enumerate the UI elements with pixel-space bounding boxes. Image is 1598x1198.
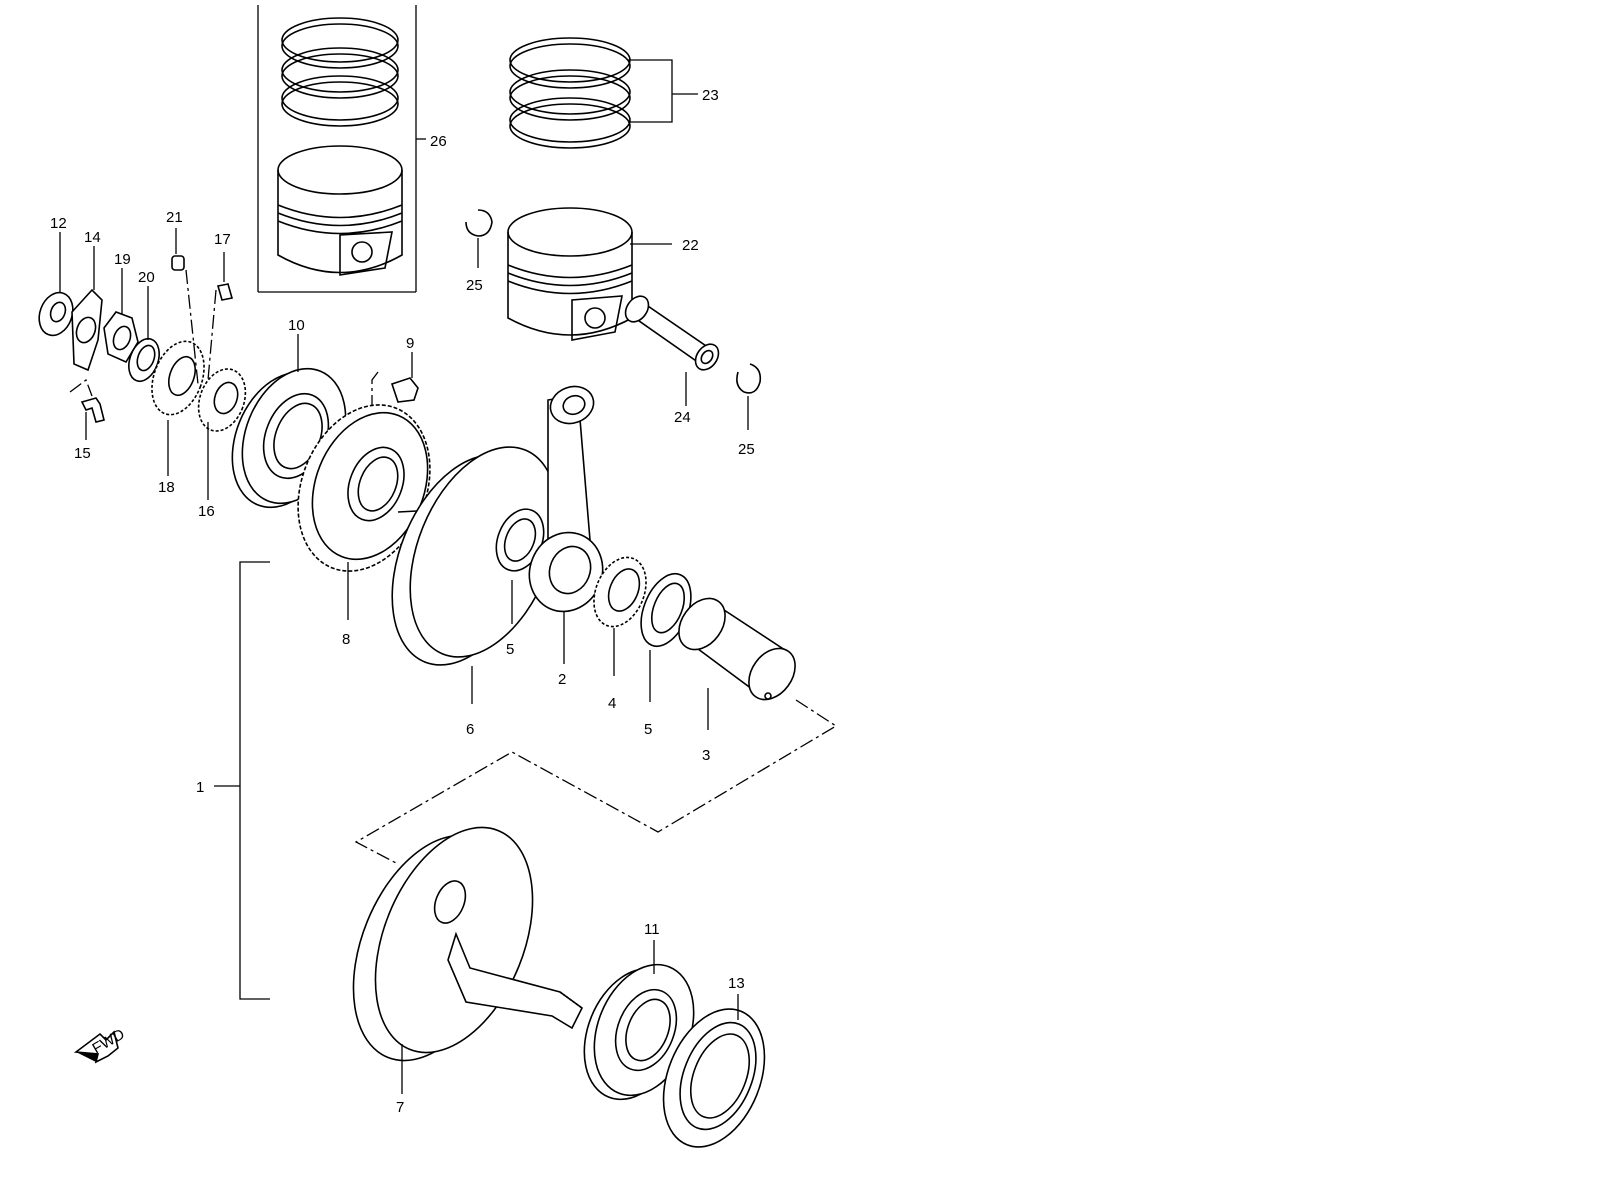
connecting-rod-2	[528, 385, 604, 664]
callout-8: 8	[342, 631, 350, 648]
piston-rings-boxed	[281, 17, 399, 127]
crank-web-7	[352, 826, 584, 1094]
gear-16	[197, 368, 247, 500]
callout-5-right: 5	[644, 721, 652, 738]
callout-25-left: 25	[466, 277, 483, 294]
callout-9: 9	[406, 335, 414, 352]
callout-3: 3	[702, 747, 710, 764]
washer-20	[128, 286, 160, 383]
callout-23: 23	[702, 87, 719, 104]
piston-boxed	[277, 145, 403, 276]
callout-2: 2	[558, 671, 566, 688]
callout-5-left: 5	[506, 641, 514, 658]
callout-26: 26	[430, 133, 447, 150]
callout-18: 18	[158, 479, 175, 496]
callout-21: 21	[166, 209, 183, 226]
callout-11: 11	[644, 921, 660, 938]
assembly-outline	[354, 699, 838, 865]
forward-arrow-icon: FWD	[73, 1026, 128, 1064]
callout-12: 12	[50, 215, 67, 232]
circlip-left	[465, 209, 493, 268]
piston-rings	[509, 37, 698, 149]
callout-20: 20	[138, 269, 155, 286]
callout-1: 1	[196, 779, 204, 796]
nut-19	[103, 268, 139, 364]
callout-15: 15	[74, 445, 91, 462]
callout-14: 14	[84, 229, 101, 246]
needle-bearing-4	[593, 556, 647, 676]
bearing-11	[583, 940, 695, 1101]
piston-set-box	[257, 5, 426, 293]
callout-7: 7	[396, 1099, 404, 1116]
callout-17: 17	[214, 231, 231, 248]
callout-24: 24	[674, 409, 691, 426]
circlip-right	[736, 363, 762, 430]
lock-plate-14	[71, 246, 103, 372]
crank-web-6	[391, 446, 559, 704]
gear-8	[297, 404, 431, 620]
callout-19: 19	[114, 251, 131, 268]
callout-numbers: 1 2 3 4 5 5 6 7 8 9 10 11 12 13 14 15 16…	[50, 87, 755, 1116]
callout-13: 13	[728, 975, 745, 992]
bolt-15	[69, 378, 105, 440]
oil-seal-13	[662, 994, 766, 1148]
crank-pin-3	[678, 597, 796, 730]
callout-16: 16	[198, 503, 215, 520]
piston	[507, 207, 672, 341]
piston-pin	[624, 295, 720, 406]
callout-10: 10	[288, 317, 305, 334]
callout-6: 6	[466, 721, 474, 738]
bracket-1	[214, 561, 270, 1000]
callout-22: 22	[682, 237, 699, 254]
washer-12	[38, 232, 74, 337]
callout-25-right: 25	[738, 441, 755, 458]
pin-21	[171, 228, 199, 385]
key-17	[207, 252, 234, 381]
gear-18	[151, 340, 205, 476]
callout-4: 4	[608, 695, 616, 712]
